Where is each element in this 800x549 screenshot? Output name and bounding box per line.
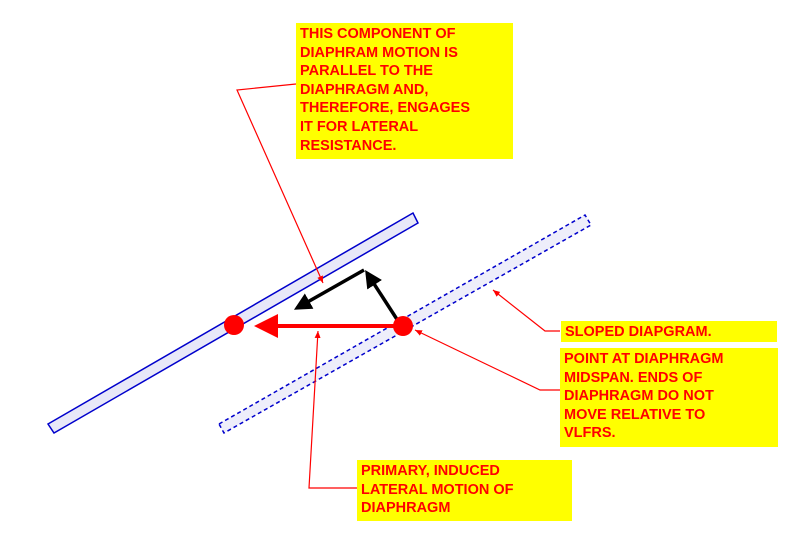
callout-midspan-point: POINT AT DIAPHRAGM MIDSPAN. ENDS OF DIAP… — [560, 348, 778, 447]
callout-primary-motion: PRIMARY, INDUCED LATERAL MOTION OF DIAPH… — [357, 460, 572, 521]
leader-sloped-diaphragm — [492, 289, 560, 332]
leader-midspan-point — [414, 329, 560, 391]
parallel-component-arrow — [293, 268, 365, 310]
leader-primary-motion — [308, 330, 357, 489]
displaced-midspan-point — [393, 316, 413, 336]
leader-parallel-component — [236, 83, 324, 284]
perpendicular-component-arrow — [365, 270, 402, 325]
original-midspan-point — [224, 315, 244, 335]
callout-sloped-diaphragm: SLOPED DIAPGRAM. — [561, 321, 777, 342]
callout-parallel-component: THIS COMPONENT OF DIAPHRAM MOTION IS PAR… — [296, 23, 513, 159]
